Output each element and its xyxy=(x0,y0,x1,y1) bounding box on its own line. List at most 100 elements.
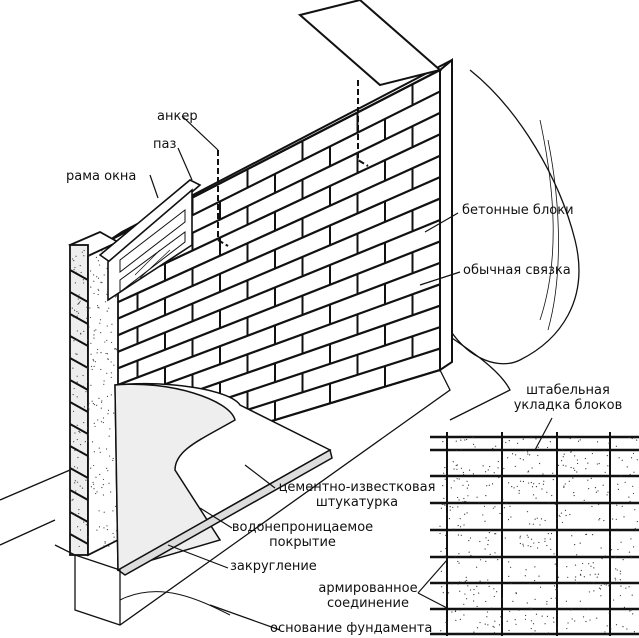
concrete-speckle xyxy=(75,255,77,257)
concrete-speckle xyxy=(566,627,568,630)
concrete-speckle xyxy=(615,568,617,570)
concrete-speckle xyxy=(567,622,569,624)
concrete-speckle xyxy=(546,603,548,605)
concrete-speckle xyxy=(492,447,494,450)
concrete-speckle xyxy=(629,610,631,612)
concrete-speckle xyxy=(472,436,474,439)
concrete-speckle xyxy=(98,289,100,292)
concrete-speckle xyxy=(97,277,100,279)
concrete-speckle xyxy=(498,477,500,479)
concrete-speckle xyxy=(509,566,512,568)
concrete-speckle xyxy=(628,436,630,438)
concrete-speckle xyxy=(550,548,552,550)
concrete-speckle xyxy=(445,555,447,557)
concrete-speckle xyxy=(547,632,550,634)
pier-joint xyxy=(69,313,89,325)
concrete-speckle xyxy=(82,279,85,281)
concrete-speckle xyxy=(440,550,442,552)
concrete-speckle xyxy=(568,480,570,482)
concrete-speckle xyxy=(525,569,527,571)
concrete-speckle xyxy=(629,473,631,476)
concrete-speckle xyxy=(105,352,107,355)
concrete-speckle xyxy=(530,620,533,622)
concrete-speckle xyxy=(515,623,517,625)
concrete-speckle xyxy=(114,348,116,350)
concrete-speckle xyxy=(619,594,621,597)
concrete-speckle xyxy=(103,383,105,385)
concrete-speckle xyxy=(535,486,538,488)
concrete-speckle xyxy=(487,624,489,626)
concrete-speckle xyxy=(101,282,103,284)
concrete-speckle xyxy=(95,256,98,258)
concrete-speckle xyxy=(74,432,76,434)
concrete-speckle xyxy=(73,260,75,262)
concrete-speckle xyxy=(534,566,536,568)
concrete-speckle xyxy=(90,467,92,469)
concrete-speckle xyxy=(83,521,85,523)
concrete-speckle xyxy=(465,576,467,578)
concrete-speckle xyxy=(587,488,590,490)
concrete-speckle xyxy=(93,280,95,282)
label-concrete-blocks: бетонные блоки xyxy=(462,203,574,218)
concrete-speckle xyxy=(103,545,105,547)
concrete-speckle xyxy=(78,430,80,432)
concrete-speckle xyxy=(441,586,443,588)
concrete-speckle xyxy=(457,632,459,634)
concrete-speckle xyxy=(86,317,88,320)
concrete-speckle xyxy=(479,621,481,624)
concrete-speckle xyxy=(552,479,554,481)
concrete-speckle xyxy=(538,575,540,577)
concrete-speckle xyxy=(97,288,99,290)
concrete-speckle xyxy=(452,461,454,463)
concrete-speckle xyxy=(484,520,486,522)
label-stack-bond: штабельная укладка блоков xyxy=(508,383,628,413)
concrete-speckle xyxy=(609,536,612,538)
concrete-speckle xyxy=(556,529,558,531)
concrete-speckle xyxy=(456,478,458,480)
concrete-speckle xyxy=(517,442,519,444)
concrete-speckle xyxy=(574,544,576,546)
concrete-speckle xyxy=(602,484,604,486)
concrete-speckle xyxy=(77,456,79,459)
concrete-speckle xyxy=(616,504,618,506)
concrete-speckle xyxy=(468,469,471,471)
label-window-frame: рама окна xyxy=(66,169,137,184)
concrete-speckle xyxy=(450,487,452,489)
concrete-speckle xyxy=(463,500,465,503)
concrete-speckle xyxy=(569,513,571,516)
concrete-speckle xyxy=(619,570,621,572)
concrete-speckle xyxy=(93,330,95,332)
label-waterproofing-line2: покрытие xyxy=(269,535,336,550)
concrete-speckle xyxy=(636,459,638,461)
concrete-speckle xyxy=(531,467,533,469)
concrete-speckle xyxy=(73,466,76,468)
concrete-speckle xyxy=(619,573,621,575)
concrete-speckle xyxy=(515,454,517,456)
concrete-speckle xyxy=(556,517,558,519)
concrete-speckle xyxy=(106,372,108,374)
concrete-speckle xyxy=(600,547,602,549)
concrete-speckle xyxy=(451,583,453,585)
concrete-speckle xyxy=(464,439,466,441)
concrete-speckle xyxy=(93,334,95,336)
concrete-speckle xyxy=(72,258,74,260)
concrete-speckle xyxy=(497,634,500,636)
concrete-speckle xyxy=(492,625,494,627)
concrete-speckle xyxy=(100,421,103,423)
concrete-speckle xyxy=(90,365,93,368)
concrete-speckle xyxy=(539,524,541,526)
concrete-speckle xyxy=(529,454,531,456)
concrete-speckle xyxy=(588,591,590,593)
concrete-speckle xyxy=(539,462,541,465)
concrete-speckle xyxy=(463,497,465,500)
concrete-speckle xyxy=(604,631,606,633)
concrete-speckle xyxy=(574,620,576,622)
concrete-speckle xyxy=(504,537,506,539)
concrete-speckle xyxy=(484,623,486,625)
concrete-speckle xyxy=(107,409,110,411)
concrete-speckle xyxy=(106,339,108,341)
concrete-speckle xyxy=(476,496,478,498)
concrete-speckle xyxy=(543,480,545,482)
concrete-speckle xyxy=(562,456,564,458)
